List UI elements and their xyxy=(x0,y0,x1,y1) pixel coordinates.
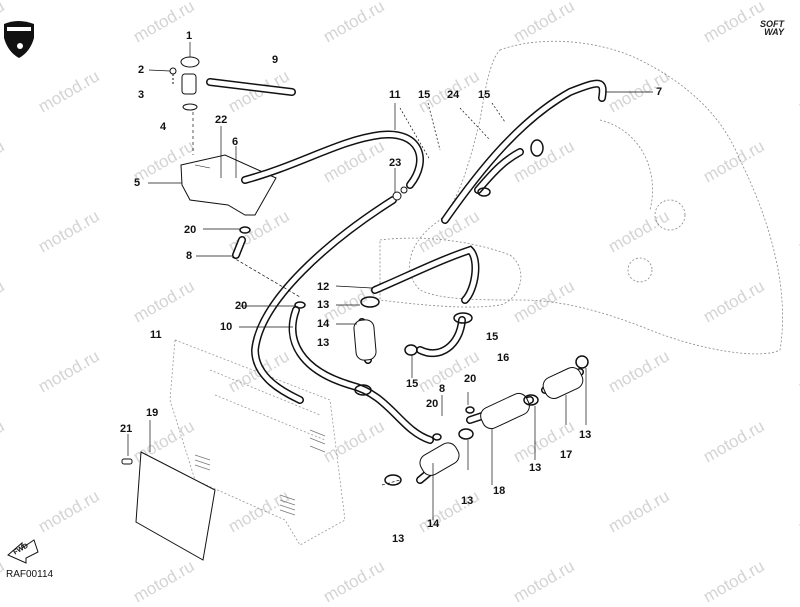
callout-15-c: 15 xyxy=(486,331,499,343)
filler-cap xyxy=(180,56,200,155)
reference-code: RAF00114 xyxy=(6,569,54,580)
callout-17: 17 xyxy=(560,449,573,461)
callout-9: 9 xyxy=(272,54,279,66)
callout-15-d: 15 xyxy=(406,378,419,390)
callout-14-a: 14 xyxy=(317,318,330,330)
bolt-21 xyxy=(121,458,133,465)
callout-11-upper: 11 xyxy=(389,89,401,101)
forward-arrow xyxy=(7,539,39,564)
callout-13-a: 13 xyxy=(317,299,330,311)
callout-13-d: 13 xyxy=(529,462,542,474)
callout-11-lower: 11 xyxy=(150,329,162,341)
callout-20-b: 20 xyxy=(235,300,248,312)
expansion-tank xyxy=(180,154,277,216)
callout-10: 10 xyxy=(220,321,233,333)
hose-bodies xyxy=(353,319,584,476)
callout-7: 7 xyxy=(656,86,663,98)
callout-15-a: 15 xyxy=(418,89,431,101)
callout-13-f: 13 xyxy=(392,533,405,545)
callout-19: 19 xyxy=(146,407,159,419)
cover-plate-19 xyxy=(135,451,216,561)
callout-1: 1 xyxy=(186,30,193,42)
softway-line2: WAY xyxy=(764,27,784,37)
callout-22: 22 xyxy=(215,114,228,126)
clamps xyxy=(239,139,589,486)
radiator-outline xyxy=(169,339,346,546)
callout-13-b: 13 xyxy=(317,337,330,349)
callout-13-e: 13 xyxy=(461,495,474,507)
callout-6: 6 xyxy=(232,136,239,148)
leader-lines xyxy=(127,42,653,520)
callout-16: 16 xyxy=(497,352,510,364)
softway-line1: SOFT xyxy=(760,19,784,29)
callout-18: 18 xyxy=(493,485,506,497)
callout-15-b: 15 xyxy=(478,89,491,101)
callout-14-b: 14 xyxy=(427,518,440,530)
callout-2: 2 xyxy=(138,64,145,76)
callout-23: 23 xyxy=(389,157,402,169)
callout-20-c: 20 xyxy=(464,373,477,385)
callout-4: 4 xyxy=(160,121,167,133)
callout-8-upper: 8 xyxy=(186,250,193,262)
callout-8-lower: 8 xyxy=(439,383,446,395)
callout-3: 3 xyxy=(138,89,145,101)
hoses xyxy=(206,78,607,484)
radiator-grille xyxy=(194,429,326,516)
callout-5: 5 xyxy=(134,177,141,189)
callout-24: 24 xyxy=(447,89,460,101)
callout-20-d: 20 xyxy=(426,398,439,410)
ducati-logo xyxy=(4,21,34,58)
callout-20-a: 20 xyxy=(184,224,197,236)
t-fitting-23 xyxy=(392,186,408,201)
callout-13-c: 13 xyxy=(579,429,592,441)
softway-logo: SOFT WAY xyxy=(760,19,784,37)
screw-2 xyxy=(169,67,177,85)
callout-12: 12 xyxy=(317,281,330,293)
callout-21: 21 xyxy=(120,423,133,435)
